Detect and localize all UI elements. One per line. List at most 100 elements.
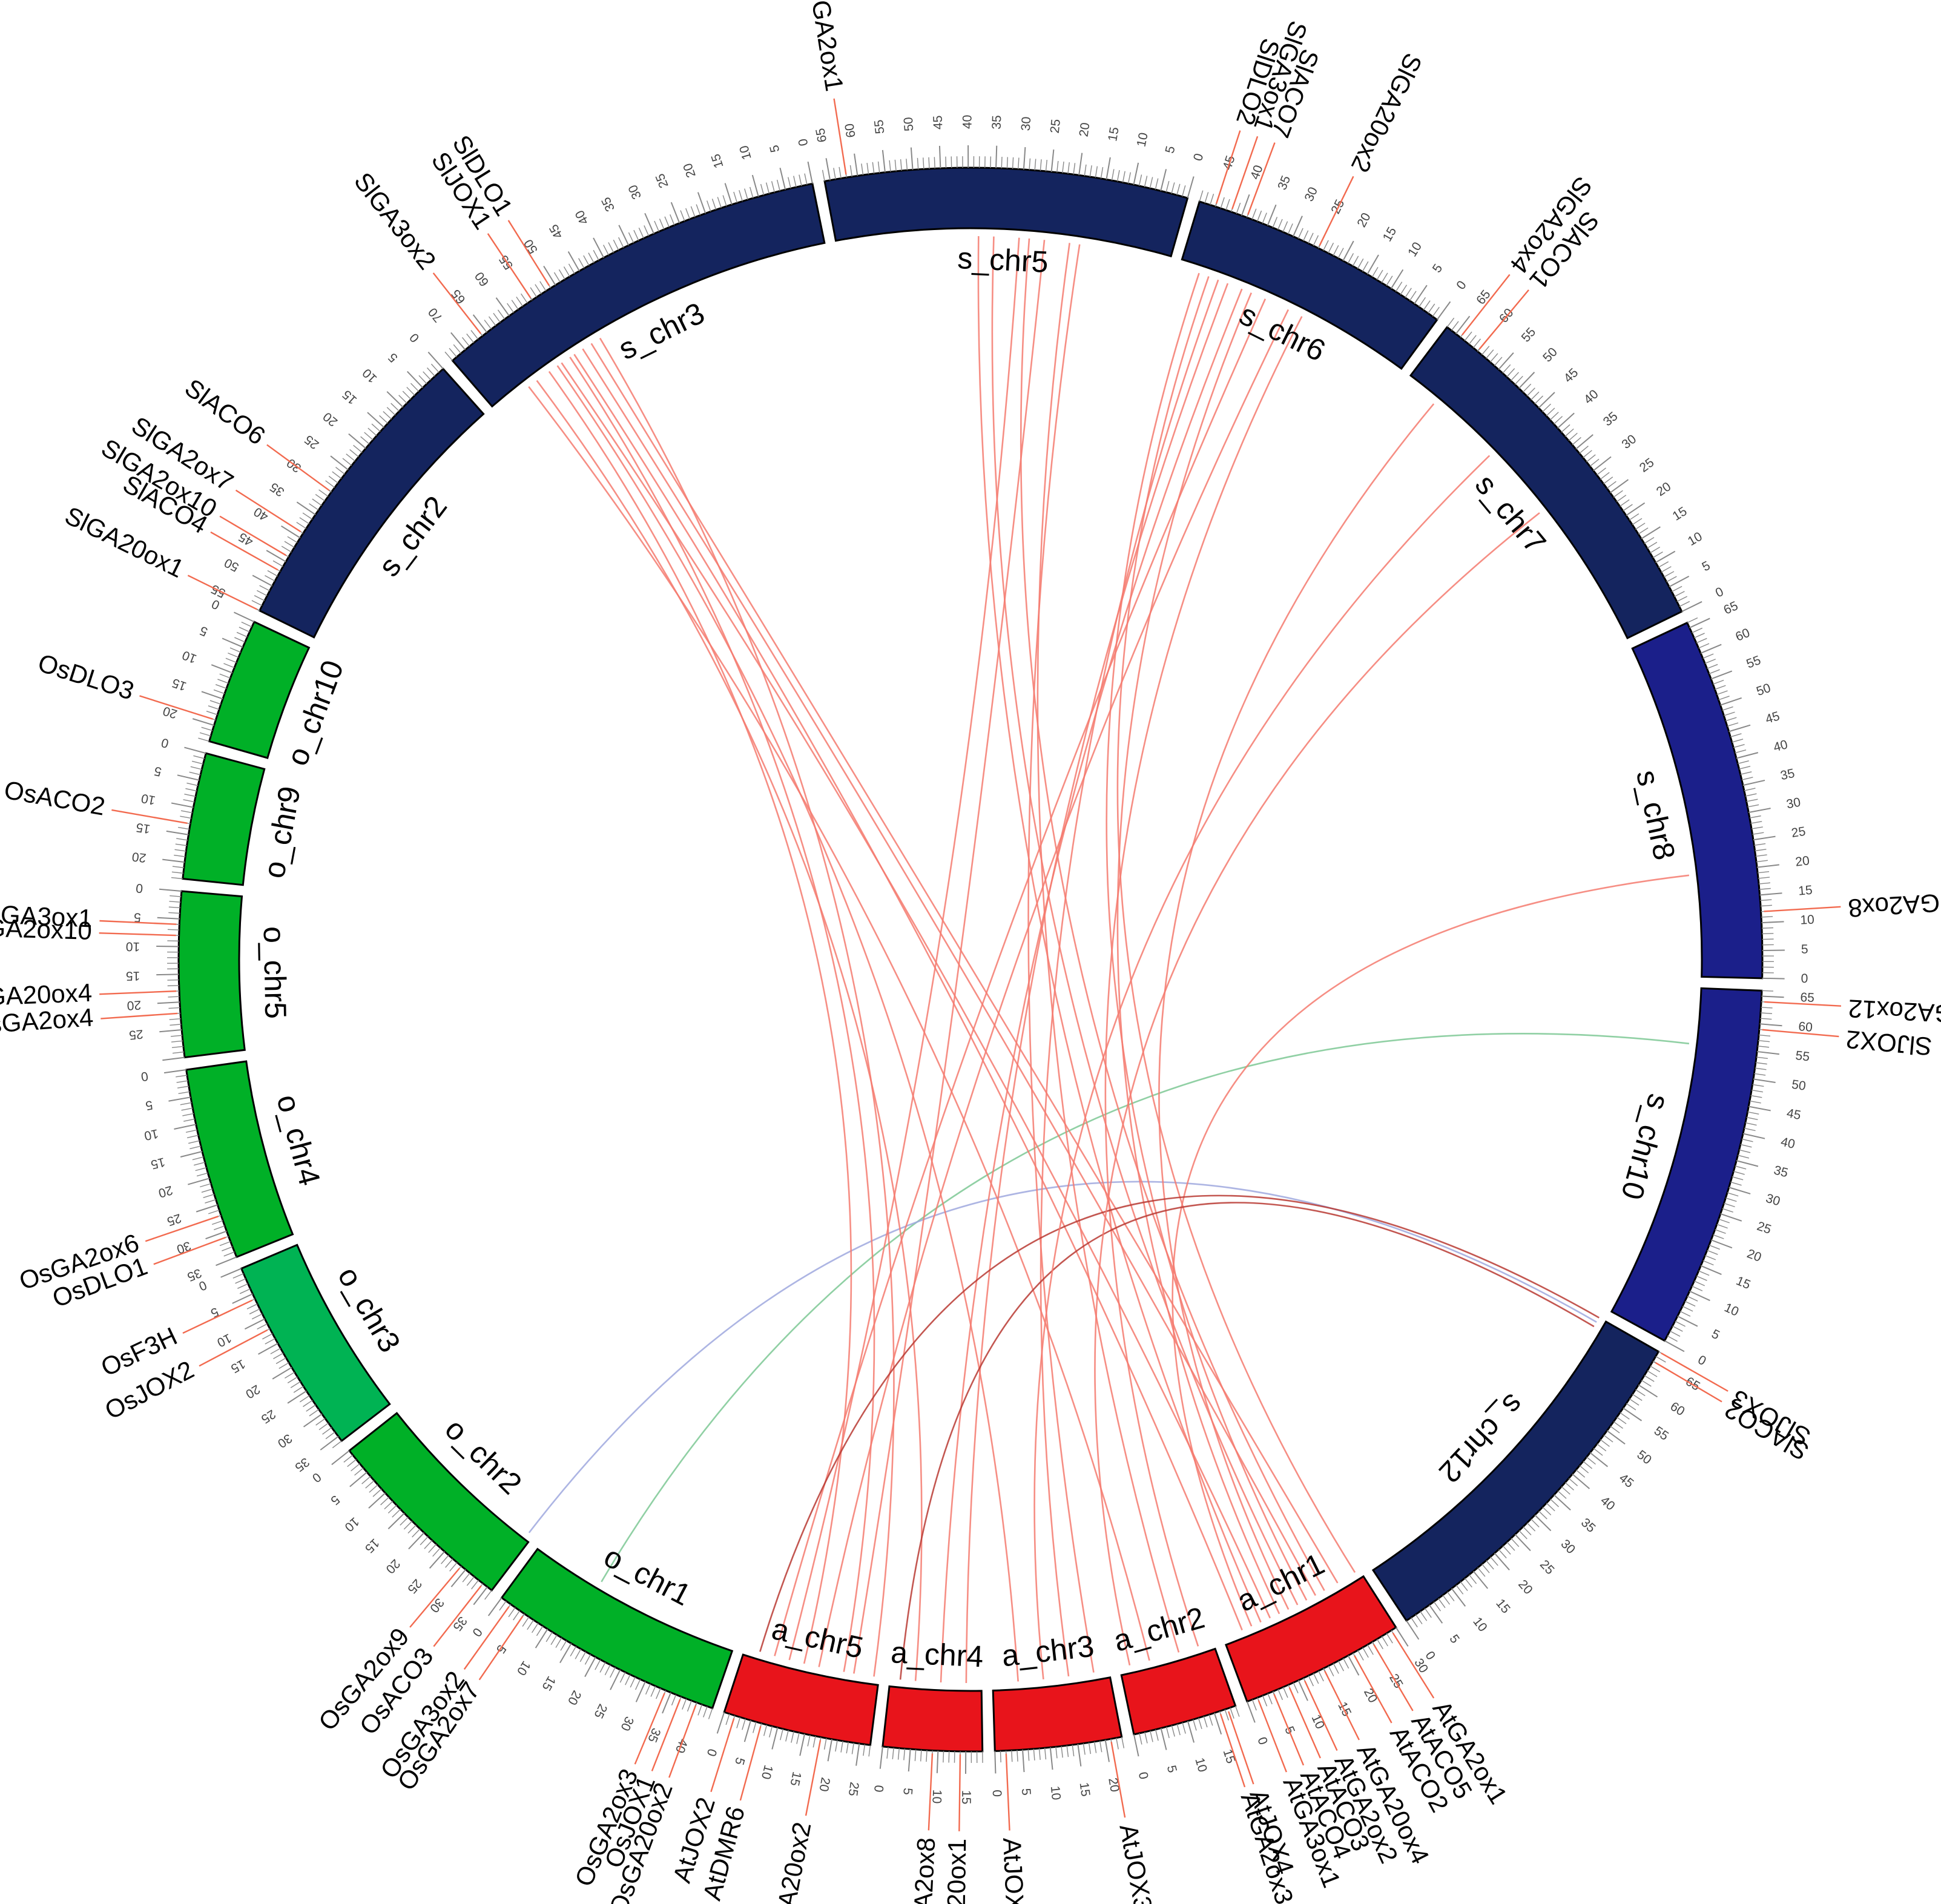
tick-minor <box>1176 1724 1181 1736</box>
tick-minor <box>351 1463 360 1472</box>
tick-minor <box>1386 275 1393 286</box>
tick-label: 20 <box>320 409 340 429</box>
tick-minor <box>1386 1633 1393 1644</box>
tick-minor <box>1256 210 1262 222</box>
tick-minor <box>246 1303 258 1309</box>
tick-minor <box>1747 1111 1759 1115</box>
tick-minor <box>1610 1426 1620 1434</box>
gene-label: AtGA20ox1 <box>941 1839 971 1904</box>
tick-minor <box>229 647 241 653</box>
tick-minor <box>1752 1089 1763 1093</box>
tick-minor <box>1203 1716 1208 1728</box>
gene-label: SlGA2ox12 <box>1848 994 1941 1029</box>
tick-minor <box>1713 679 1724 685</box>
tick-label: 55 <box>872 119 887 135</box>
tick-minor <box>1165 1727 1170 1738</box>
tick-minor <box>1586 454 1596 463</box>
tick-minor <box>1746 799 1758 802</box>
tick-major <box>1677 1316 1698 1327</box>
gene-label: SlGA3ox2 <box>349 167 442 275</box>
tick-minor <box>685 208 691 220</box>
chromosome-label: o_chr9 <box>257 783 307 881</box>
tick-major <box>1575 434 1593 450</box>
tick-minor <box>214 1225 225 1230</box>
tick-label: 35 <box>1601 409 1621 429</box>
tick-minor <box>690 206 696 217</box>
tick-minor <box>1251 1699 1257 1711</box>
tick-minor <box>383 411 392 420</box>
tick-major <box>1710 1239 1733 1249</box>
tick-minor <box>1758 1034 1771 1037</box>
tick-minor <box>1751 826 1763 829</box>
chromosome-s-chr8 <box>1631 621 1764 980</box>
tick-minor <box>1735 1165 1747 1170</box>
tick-minor <box>176 1075 188 1078</box>
tick-minor <box>1586 1457 1596 1465</box>
tick-minor <box>1337 248 1344 259</box>
tick-minor <box>656 1688 661 1699</box>
tick-minor <box>193 755 205 759</box>
tick-label: 5 <box>1446 1632 1462 1646</box>
tick-major <box>936 1750 939 1773</box>
tick-minor <box>917 157 919 170</box>
tick-label: 35 <box>599 195 618 214</box>
gene-marker <box>1273 1694 1305 1766</box>
tick-major <box>1293 216 1303 237</box>
tick-label: 35 <box>1772 1163 1789 1180</box>
tick-major <box>1078 153 1083 176</box>
tick-minor <box>194 1162 205 1166</box>
tick-major <box>232 1293 253 1304</box>
tick-label: 0 <box>704 1747 719 1758</box>
tick-minor <box>1144 176 1148 188</box>
tick-major <box>827 1739 833 1762</box>
tick-label: 20 <box>1745 1247 1763 1265</box>
tick-minor <box>1638 527 1649 535</box>
tick-major <box>1077 1744 1082 1767</box>
tick-minor <box>251 600 263 607</box>
tick-minor <box>1752 832 1764 835</box>
tick-minor <box>1641 1380 1652 1387</box>
tick-major <box>1534 1514 1552 1532</box>
tick-minor <box>1583 450 1592 458</box>
tick-minor <box>894 159 897 171</box>
tick-minor <box>1546 407 1555 417</box>
tick-minor <box>315 1418 326 1426</box>
tick-minor <box>886 1747 889 1759</box>
tick-minor <box>1759 888 1771 890</box>
tick-minor <box>1531 391 1540 401</box>
tick-minor <box>1511 372 1519 381</box>
tick-minor <box>410 383 420 392</box>
tick-major <box>1638 1384 1658 1398</box>
gene-marker <box>739 1726 762 1801</box>
tick-minor <box>744 188 748 200</box>
tick-minor <box>328 475 338 484</box>
tick-minor <box>303 1400 313 1408</box>
tick-minor <box>1745 793 1757 797</box>
tick-major <box>266 550 286 562</box>
tick-minor <box>1722 706 1733 711</box>
gene-label: AtGA2ox8 <box>906 1837 940 1904</box>
tick-major <box>159 1029 182 1033</box>
tick-minor <box>1679 1311 1691 1317</box>
tick-minor <box>364 432 374 441</box>
chromosome-o-chr9 <box>182 752 266 886</box>
tick-minor <box>1357 259 1364 269</box>
tick-major <box>258 1343 278 1355</box>
tick-minor <box>1424 1607 1432 1618</box>
tick-label: 25 <box>302 432 322 452</box>
tick-minor <box>1018 157 1020 170</box>
tick-label: 50 <box>1540 345 1560 365</box>
tick-minor <box>507 303 515 313</box>
chromosome-s-chr2 <box>258 367 485 639</box>
tick-major <box>408 1532 425 1550</box>
tick-minor <box>1464 331 1472 341</box>
synteny-link <box>573 354 1243 1631</box>
tick-minor <box>1718 1218 1730 1224</box>
tick-minor <box>176 838 188 841</box>
tick-major <box>156 973 179 976</box>
gene-marker <box>1319 176 1354 246</box>
tick-label: 5 <box>1019 1788 1033 1796</box>
tick-minor <box>185 788 197 792</box>
tick-minor <box>619 1672 626 1683</box>
tick-label: 0 <box>990 1790 1004 1797</box>
